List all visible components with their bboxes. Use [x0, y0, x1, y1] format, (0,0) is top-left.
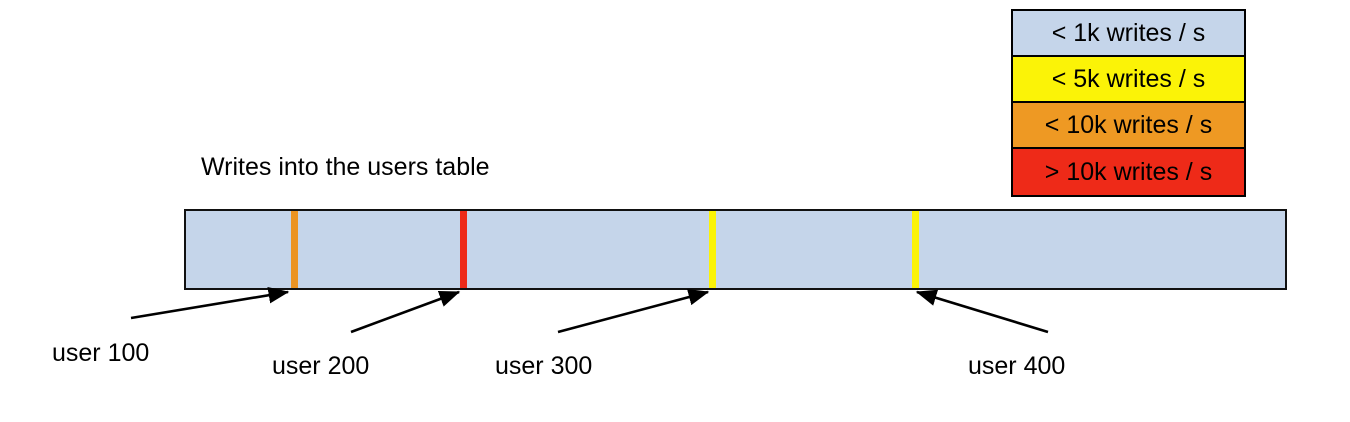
legend-row-lt-5k: < 5k writes / s — [1013, 57, 1244, 103]
legend-label-lt-5k: < 5k writes / s — [1051, 64, 1206, 93]
stripe-user-300 — [709, 211, 716, 288]
write-rate-legend: < 1k writes / s < 5k writes / s < 10k wr… — [1011, 9, 1246, 197]
bar-caption: Writes into the users table — [201, 153, 490, 181]
legend-row-lt-1k: < 1k writes / s — [1013, 11, 1244, 57]
callout-label-user-200: user 200 — [272, 352, 370, 380]
stripe-user-100 — [291, 211, 298, 288]
stripe-user-200 — [460, 211, 467, 288]
legend-label-lt-1k: < 1k writes / s — [1051, 18, 1206, 47]
arrow-user-300 — [557, 288, 710, 334]
callout-label-user-300: user 300 — [495, 352, 593, 380]
users-table-bar — [184, 209, 1287, 290]
callout-label-user-100: user 100 — [52, 339, 150, 367]
legend-label-gt-10k: > 10k writes / s — [1044, 157, 1213, 186]
legend-label-lt-10k: < 10k writes / s — [1044, 110, 1213, 139]
legend-row-lt-10k: < 10k writes / s — [1013, 103, 1244, 149]
callout-label-user-400: user 400 — [968, 352, 1066, 380]
arrow-user-200 — [350, 290, 461, 334]
arrow-user-100 — [130, 286, 290, 320]
arrow-user-400 — [915, 289, 1049, 334]
stripe-user-400 — [912, 211, 919, 288]
legend-row-gt-10k: > 10k writes / s — [1013, 149, 1244, 195]
